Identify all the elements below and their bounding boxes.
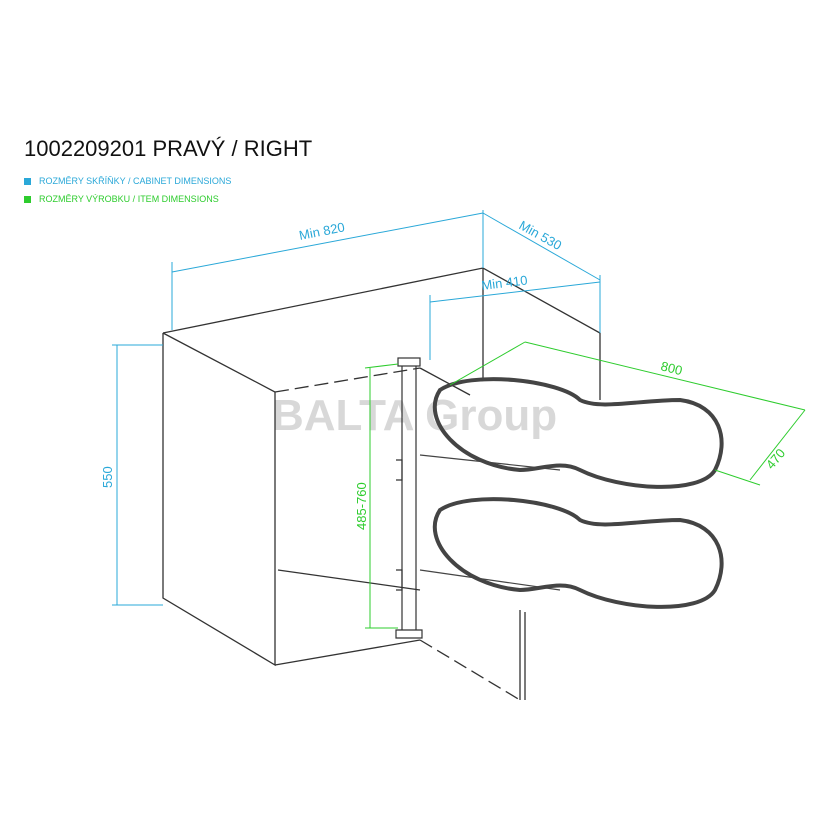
legend-item-label: ROZMĚRY VÝROBKU / ITEM DIMENSIONS <box>39 194 219 204</box>
product-title: 1002209201 PRAVÝ / RIGHT <box>24 136 313 161</box>
cabinet-swatch <box>24 177 31 185</box>
dim-opening: Min 410 <box>481 272 529 293</box>
dim-width: Min 820 <box>298 219 346 243</box>
watermark: BALTA Group <box>272 391 557 440</box>
dim-item-height: 485-760 <box>354 482 369 530</box>
dim-height: 550 <box>100 466 115 488</box>
legend-cabinet-label: ROZMĚRY SKŘÍŇKY / CABINET DIMENSIONS <box>39 176 232 186</box>
legend-item: ROZMĚRY VÝROBKU / ITEM DIMENSIONS <box>24 194 219 204</box>
dim-item-depth: 470 <box>763 446 788 472</box>
legend-cabinet: ROZMĚRY SKŘÍŇKY / CABINET DIMENSIONS <box>24 176 231 186</box>
cabinet <box>162 267 601 701</box>
dim-item-width: 800 <box>659 358 684 378</box>
dim-depth: Min 530 <box>517 218 565 254</box>
post <box>395 357 423 639</box>
item-swatch <box>24 195 31 203</box>
item-dimensions: 485-760 800 470 <box>354 341 806 629</box>
